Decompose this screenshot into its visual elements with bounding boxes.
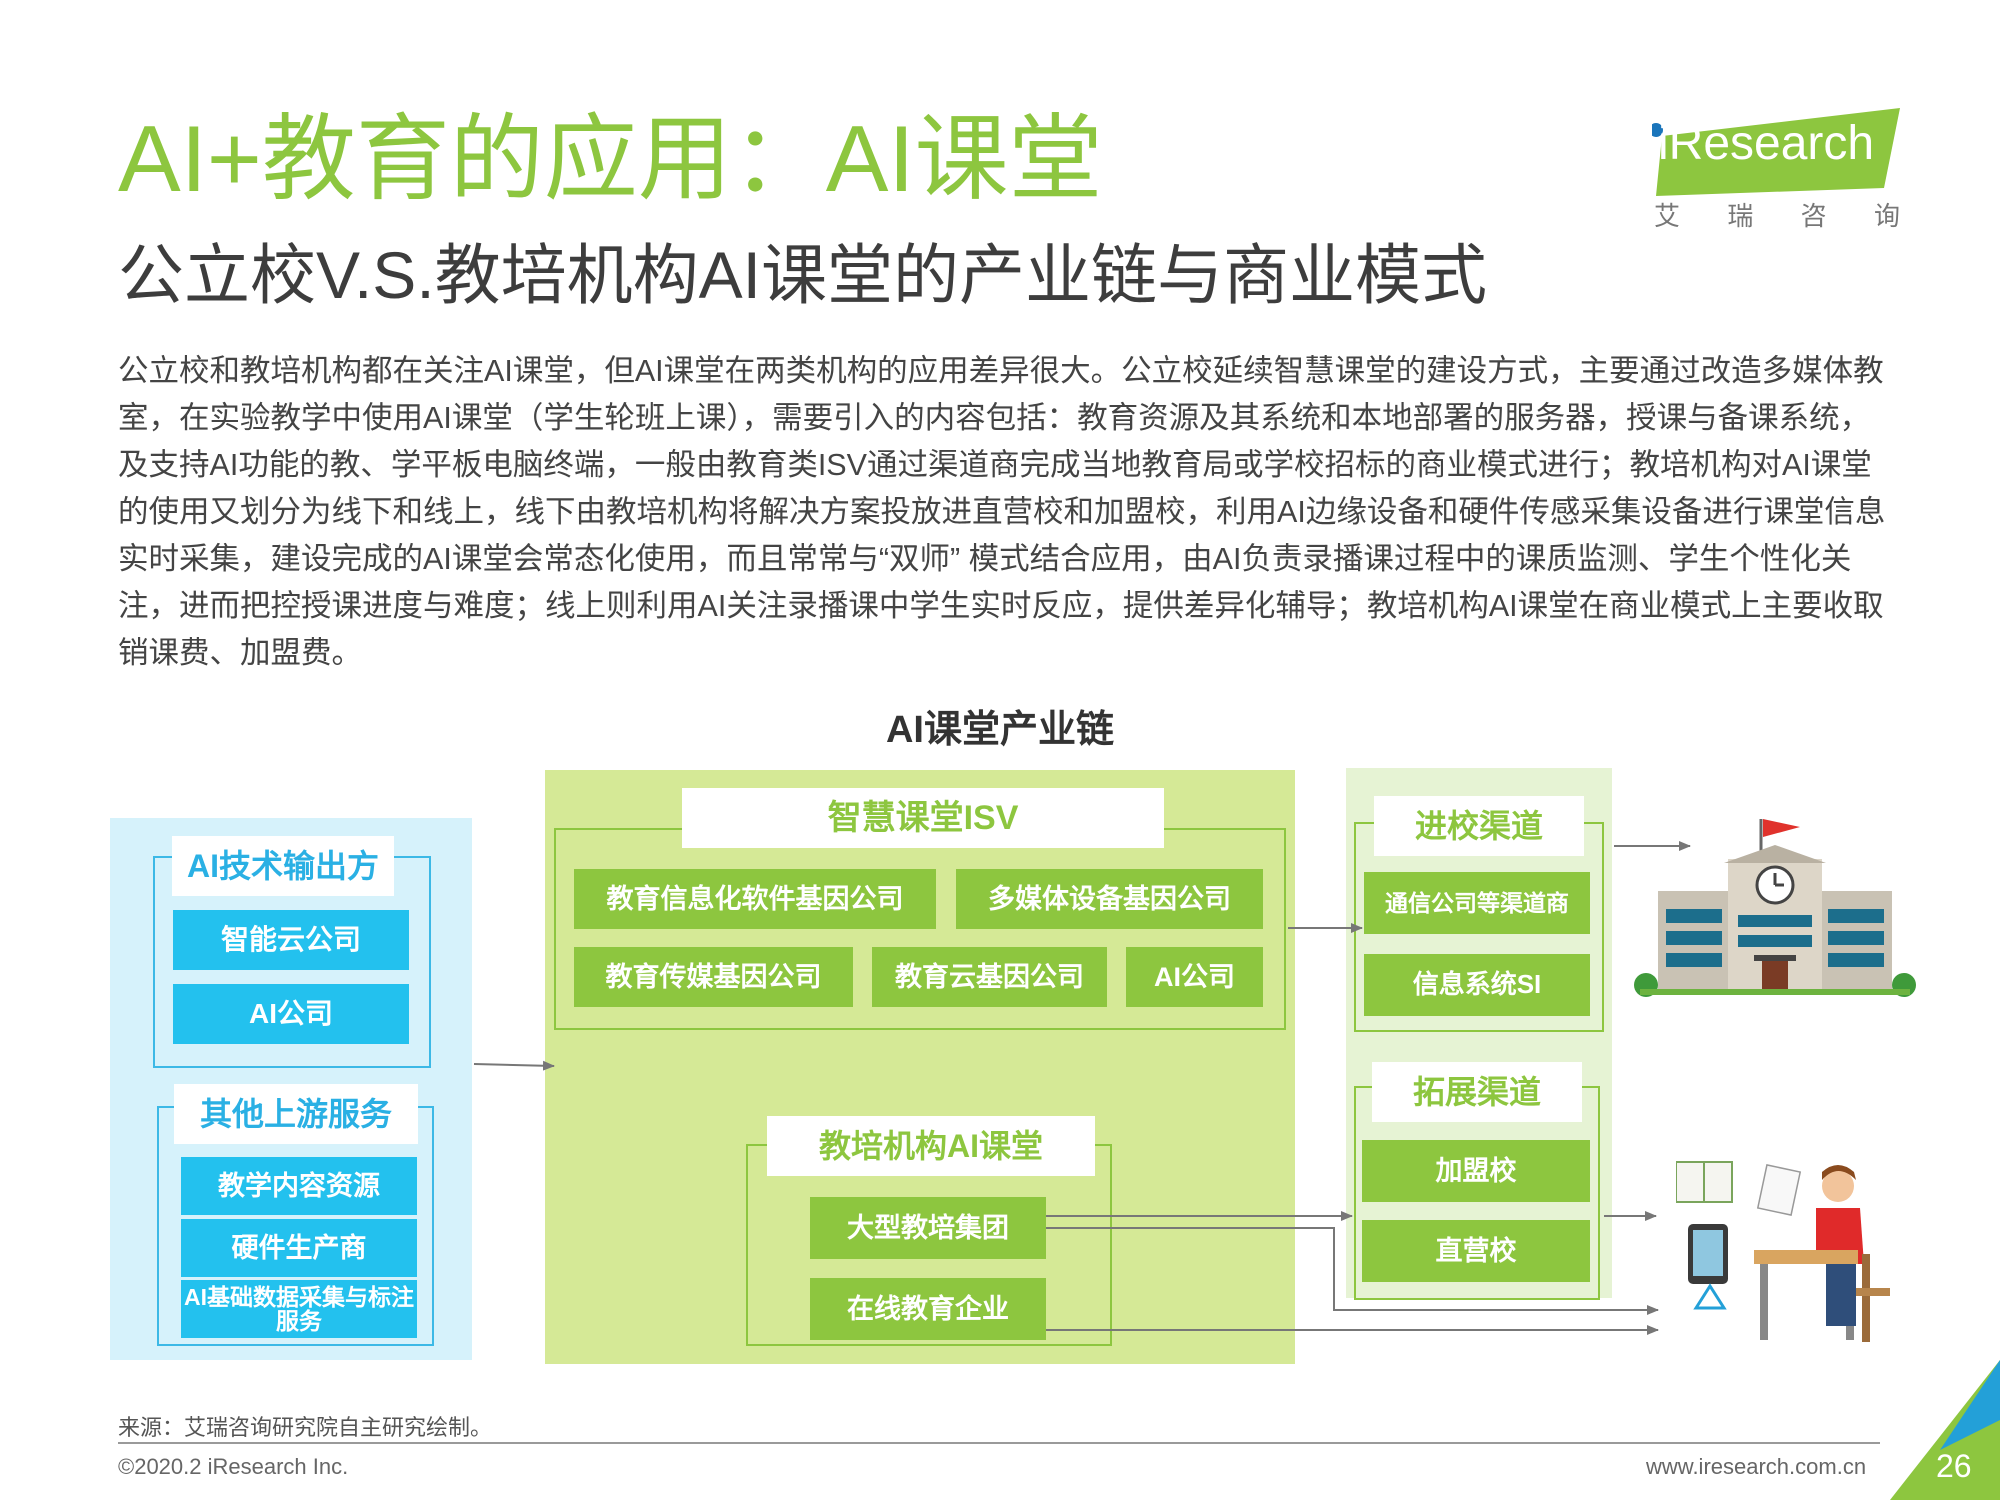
page-subtitle: 公立校V.S.教培机构AI课堂的产业链与商业模式	[118, 238, 1488, 312]
isv-item: 教育云基因公司	[872, 947, 1107, 1007]
isv-label: 智慧课堂ISV	[682, 788, 1164, 848]
school-channel-item: 通信公司等渠道商	[1364, 872, 1590, 934]
upstream-item: 教学内容资源	[181, 1157, 417, 1215]
isv-item: 教育传媒基因公司	[574, 947, 853, 1007]
ext-channel-item: 加盟校	[1362, 1140, 1590, 1202]
upstream-item: 硬件生产商	[181, 1219, 417, 1277]
ext-channel-label: 拓展渠道	[1372, 1062, 1582, 1122]
arrow-upstream-to-mid	[473, 1060, 555, 1071]
edu-org-item: 在线教育企业	[810, 1278, 1046, 1340]
iresearch-logo	[1652, 108, 1900, 196]
ext-channel-item: 直营校	[1362, 1220, 1590, 1282]
body-paragraph: 公立校和教培机构都在关注AI课堂，但AI课堂在两类机构的应用差异很大。公立校延续…	[118, 354, 1886, 670]
logo-chinese: 艾 瑞 咨 询	[1654, 201, 1900, 231]
school-channel-label: 进校渠道	[1374, 796, 1584, 856]
logo-brand: iResearch	[1658, 117, 1875, 170]
page-number: 26	[1936, 1448, 1972, 1484]
website-link[interactable]: www.iresearch.com.cn	[1646, 1454, 1867, 1479]
copyright: ©2020.2 iResearch Inc.	[118, 1454, 349, 1479]
ai-tech-item: AI公司	[173, 984, 409, 1044]
isv-item: 多媒体设备基因公司	[956, 869, 1263, 929]
page-title: AI+教育的应用：AI课堂	[118, 106, 1103, 211]
footer-divider	[118, 1442, 1880, 1444]
school-building-icon	[1634, 819, 1916, 997]
school-channel-item: 信息系统SI	[1364, 954, 1590, 1016]
corner-decoration	[1890, 1360, 2000, 1500]
diagram-title: AI课堂产业链	[885, 709, 1114, 751]
channel-panel	[1346, 768, 1612, 1298]
ai-tech-label: AI技术输出方	[172, 836, 394, 896]
ai-tech-item: 智能云公司	[173, 910, 409, 970]
edu-org-label: 教培机构AI课堂	[767, 1116, 1095, 1176]
upstream-label: 其他上游服务	[174, 1084, 418, 1144]
isv-item: AI公司	[1126, 947, 1263, 1007]
source-note: 来源：艾瑞咨询研究院自主研究绘制。	[118, 1415, 493, 1440]
student-desk-icon	[1676, 1161, 1890, 1342]
upstream-item: AI基础数据采集与标注服务	[181, 1280, 417, 1338]
isv-item: 教育信息化软件基因公司	[574, 869, 936, 929]
edu-org-item: 大型教培集团	[810, 1197, 1046, 1259]
arrow-org-to-student	[1046, 1227, 1659, 1315]
